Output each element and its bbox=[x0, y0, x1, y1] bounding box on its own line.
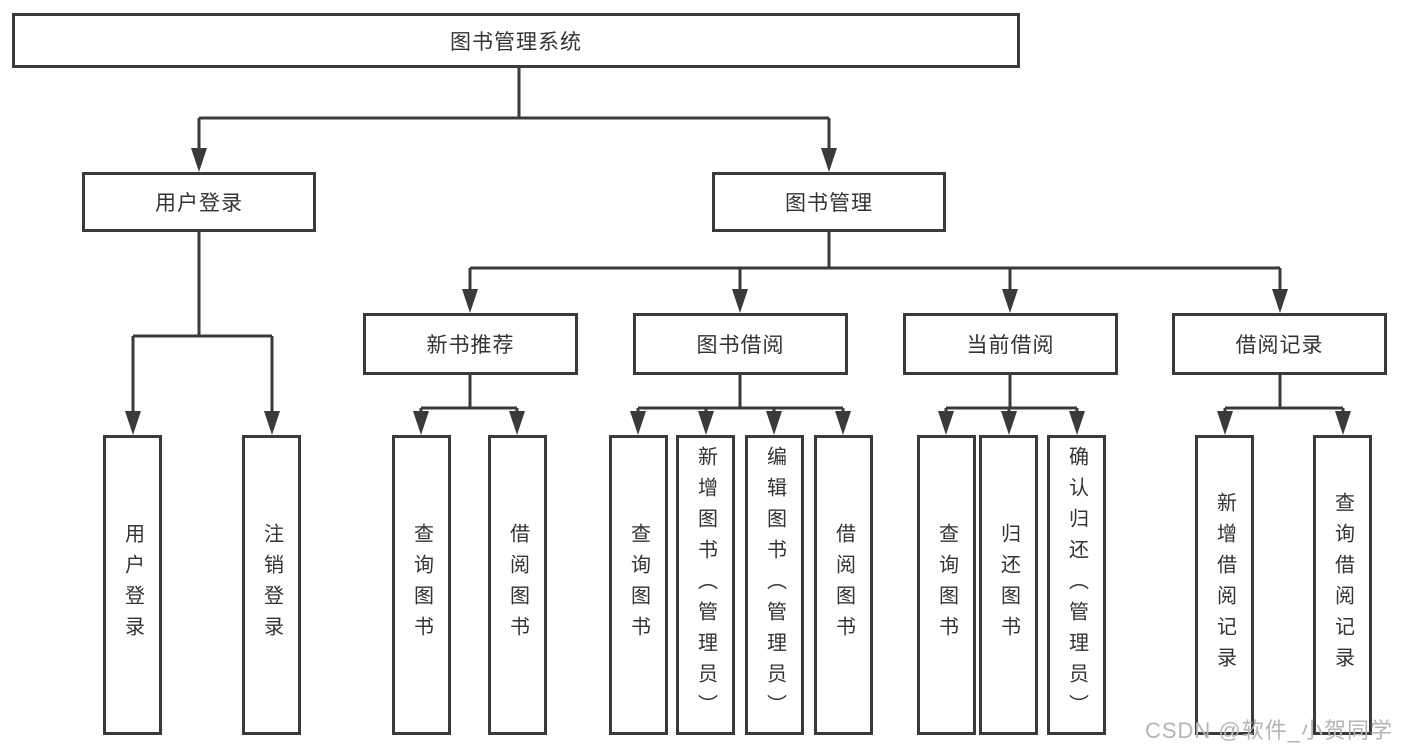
node-borrowing-records: 借阅记录 bbox=[1172, 313, 1387, 375]
node-label: 图书借阅 bbox=[696, 334, 785, 357]
node-label: 图书管理 bbox=[785, 192, 873, 215]
leaf-user-login: 用户登录 bbox=[103, 435, 162, 735]
node-label: 新书推荐 bbox=[426, 334, 515, 357]
node-book-borrowing: 图书借阅 bbox=[633, 313, 848, 375]
node-label: 查询借阅记录 bbox=[1331, 492, 1354, 678]
leaf-query-borrow-record: 查询借阅记录 bbox=[1313, 435, 1372, 735]
leaf-query-books-recommend: 查询图书 bbox=[392, 435, 451, 735]
node-book-management: 图书管理 bbox=[712, 172, 946, 232]
node-label: 注销登录 bbox=[260, 523, 283, 647]
leaf-edit-book-admin: 编辑图书（管理员） bbox=[745, 435, 804, 735]
node-label: 新增借阅记录 bbox=[1213, 492, 1236, 678]
node-user-login: 用户登录 bbox=[82, 172, 316, 232]
node-label: 用户登录 bbox=[155, 192, 243, 215]
node-label: 借阅图书 bbox=[506, 523, 529, 647]
leaf-borrow-books-recommend: 借阅图书 bbox=[488, 435, 547, 735]
node-current-borrowing: 当前借阅 bbox=[903, 313, 1118, 375]
leaf-return-books: 归还图书 bbox=[979, 435, 1038, 735]
leaf-borrow-books-borrowing: 借阅图书 bbox=[814, 435, 873, 735]
leaf-query-books-current: 查询图书 bbox=[917, 435, 976, 735]
node-label: 当前借阅 bbox=[966, 334, 1055, 357]
node-label: 借阅图书 bbox=[832, 523, 855, 647]
watermark: CSDN @软件_小贺同学 bbox=[1144, 718, 1393, 743]
node-label: 编辑图书（管理员） bbox=[763, 445, 786, 725]
node-label: 查询图书 bbox=[410, 523, 433, 647]
node-label: 归还图书 bbox=[997, 523, 1020, 647]
leaf-add-borrow-record: 新增借阅记录 bbox=[1195, 435, 1254, 735]
leaf-confirm-return-admin: 确认归还（管理员） bbox=[1047, 435, 1106, 735]
leaf-logout: 注销登录 bbox=[242, 435, 301, 735]
node-label: 图书管理系统 bbox=[450, 30, 582, 54]
node-label: 新增图书（管理员） bbox=[694, 445, 717, 725]
leaf-query-books-borrowing: 查询图书 bbox=[609, 435, 668, 735]
node-label: 借阅记录 bbox=[1235, 334, 1324, 357]
node-label: 查询图书 bbox=[627, 523, 650, 647]
leaf-add-book-admin: 新增图书（管理员） bbox=[676, 435, 735, 735]
node-new-book-recommendation: 新书推荐 bbox=[363, 313, 578, 375]
node-library-management-system: 图书管理系统 bbox=[12, 13, 1020, 68]
node-label: 查询图书 bbox=[935, 523, 958, 647]
node-label: 确认归还（管理员） bbox=[1065, 445, 1088, 725]
node-label: 用户登录 bbox=[121, 523, 144, 647]
